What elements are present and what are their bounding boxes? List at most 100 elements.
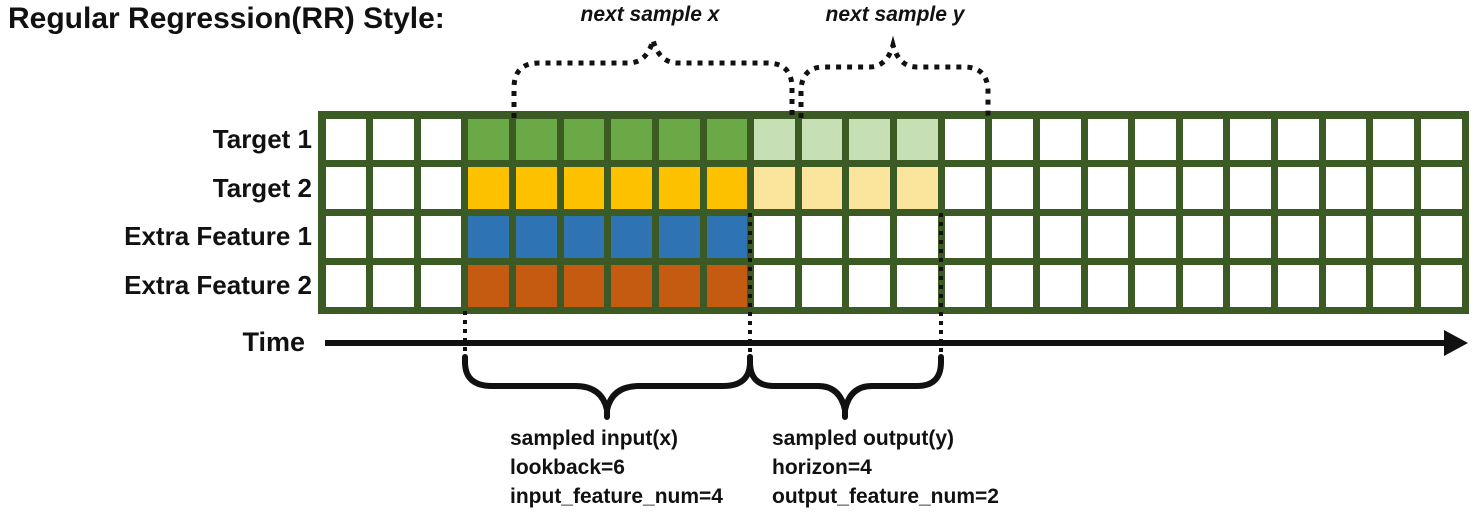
grid-cell [420,216,462,258]
sampled-output-brace [747,354,944,420]
sampled-output-title: sampled output(y) [772,427,954,450]
grid-cell [1278,216,1319,258]
grid-cell [1325,118,1367,161]
grid-cell [1087,167,1129,209]
row-label: Extra Feature 1 [124,221,312,252]
grid-cell [1278,118,1319,161]
grid-cell [849,264,890,307]
horizon-value: horizon=4 [772,456,872,479]
grid-cell [516,264,557,307]
grid-cell [1420,118,1462,161]
grid-cell [1135,264,1176,307]
grid-cell [849,118,890,161]
grid-cell [563,167,605,209]
sampled-output-note: sampled output(y) horizon=4 output_featu… [772,424,999,511]
sampled-input-brace [462,354,753,420]
diagram-title: Regular Regression(RR) Style: [8,2,445,35]
grid-cell [468,216,509,258]
grid-cell [1325,264,1367,307]
next-sample-x-label: next sample x [580,3,720,26]
grid-cell [801,118,843,161]
grid-cell [516,167,557,209]
grid-cell [992,118,1033,161]
grid-cell [1135,167,1176,209]
grid-cell [1325,216,1367,258]
grid-cell [897,118,938,161]
grid-cell [611,216,652,258]
sampled-input-title: sampled input(x) [510,427,679,450]
grid-cell [1420,167,1462,209]
grid-cell [944,216,986,258]
grid-cell [468,264,509,307]
grid-cell [420,264,462,307]
grid-cell [944,167,986,209]
grid-cell [754,118,795,161]
next-sample-x-brace [511,30,795,118]
grid-cell [801,167,843,209]
grid-cell [849,167,890,209]
grid-cell [1230,118,1271,161]
input-feature-num-value: input_feature_num=4 [510,485,723,508]
grid-cell [373,216,414,258]
grid-cell [420,167,462,209]
grid-cell [325,167,367,209]
grid-cell [658,167,700,209]
grid-cell [754,167,795,209]
grid-cell [373,118,414,161]
grid-cell [420,118,462,161]
grid-cell [373,264,414,307]
grid-cell [1087,216,1129,258]
row-label: Target 1 [212,123,312,154]
row-label: Extra Feature 2 [124,270,312,301]
grid-cell [1278,167,1319,209]
next-sample-y-brace [798,35,991,118]
grid-cell [611,167,652,209]
grid-cell [992,216,1033,258]
grid-cell [897,167,938,209]
grid-cell [1182,216,1224,258]
grid-cell [1325,167,1367,209]
grid-cell [468,167,509,209]
grid-cell [611,264,652,307]
grid-cell [706,118,748,161]
grid-cell [1182,167,1224,209]
grid-cell [658,216,700,258]
grid-cell [1373,264,1414,307]
grid-cell [1420,216,1462,258]
grid-cell [1373,118,1414,161]
grid-cell [1039,264,1081,307]
lookback-value: lookback=6 [510,456,625,479]
grid-cell [706,216,748,258]
grid-cell [563,264,605,307]
grid-cell [1039,216,1081,258]
grid-cell [754,216,795,258]
grid-cell [849,216,890,258]
grid-cell [706,167,748,209]
grid-cell [1373,167,1414,209]
grid-cell [1039,167,1081,209]
grid-cell [1373,216,1414,258]
output-feature-num-value: output_feature_num=2 [772,485,999,508]
grid-cell [1182,118,1224,161]
grid-cell [1135,118,1176,161]
grid-cell [1135,216,1176,258]
grid-cell [1230,264,1271,307]
grid-cell [801,264,843,307]
grid-cell [1230,167,1271,209]
grid-cell [897,264,938,307]
grid-cell [944,264,986,307]
grid-cell [1087,118,1129,161]
grid-cell [706,264,748,307]
grid-cell [516,118,557,161]
grid-cell [373,167,414,209]
grid-cell [992,167,1033,209]
grid-cell [754,264,795,307]
grid-cell [611,118,652,161]
grid-cell [944,118,986,161]
grid-cell [801,216,843,258]
time-axis-arrowhead-icon [1444,330,1468,356]
grid-cell [1420,264,1462,307]
grid-cell [1182,264,1224,307]
